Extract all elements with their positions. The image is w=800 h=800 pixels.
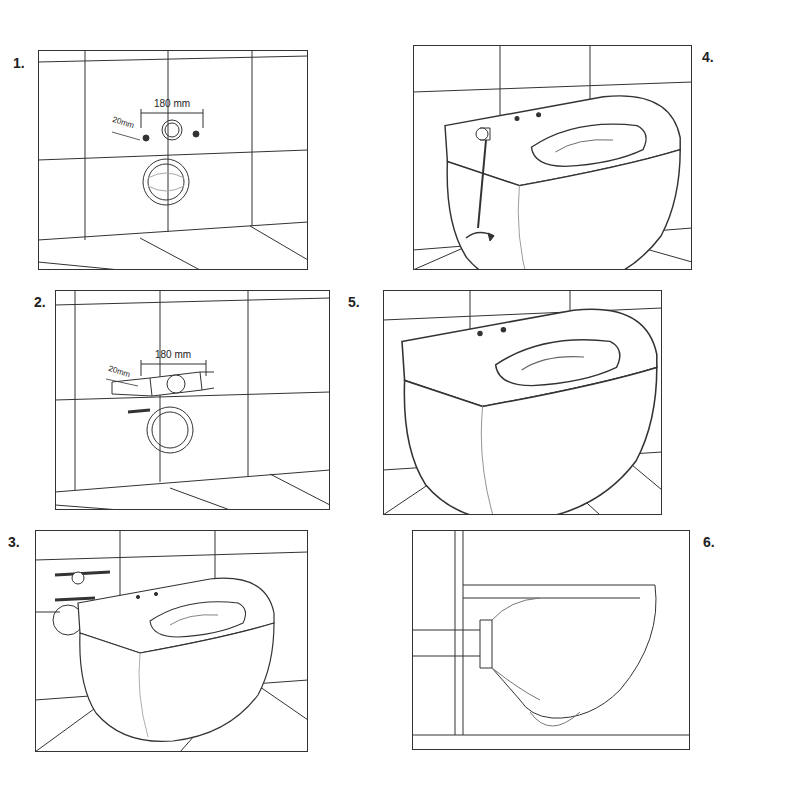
step-number: 5. <box>348 294 360 310</box>
dimension-label: 180 mm <box>154 99 190 109</box>
step-number: 3. <box>8 534 20 550</box>
dimension-label: 20mm <box>107 365 131 379</box>
step-panel: 3. <box>35 530 308 752</box>
step-number: 4. <box>702 49 714 65</box>
step-panel: 2. <box>55 290 330 510</box>
dimension-label: 180 mm <box>155 350 191 360</box>
step-number: 6. <box>703 534 715 550</box>
dimension-label: 20mm <box>111 116 135 130</box>
step-panel: 5. <box>383 290 662 515</box>
step-panel: 6. <box>412 530 690 750</box>
step-number: 2. <box>34 294 46 310</box>
step-panel: 1. <box>38 50 308 270</box>
step-number: 1. <box>13 55 25 71</box>
step-panel: 4. <box>413 45 692 270</box>
